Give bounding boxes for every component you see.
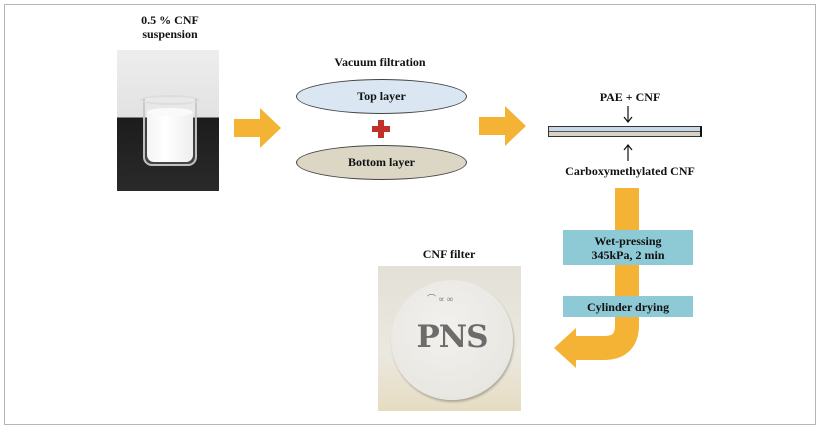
plus-icon bbox=[372, 120, 390, 138]
cylinder-drying-label: Cylinder drying bbox=[586, 299, 670, 314]
cylinder-drying-box: Cylinder drying bbox=[563, 296, 693, 317]
top-layer-label: Top layer bbox=[357, 89, 406, 103]
wet-pressing-line2: 345kPa, 2 min bbox=[591, 247, 665, 262]
arrow-left-icon bbox=[554, 328, 576, 368]
filter-disc: ⌒ ∝ ∞ PNS bbox=[391, 280, 513, 400]
process-flow-path bbox=[574, 188, 639, 360]
layered-sheet bbox=[548, 126, 702, 137]
bottom-layer-ellipse: Bottom layer bbox=[296, 145, 467, 180]
bottom-layer-label: Bottom layer bbox=[348, 155, 415, 169]
top-layer-ellipse: Top layer bbox=[296, 79, 467, 114]
suspension-label-line2: suspension bbox=[142, 27, 198, 41]
vacuum-filtration-label: Vacuum filtration bbox=[334, 55, 426, 69]
cnf-suspension-photo bbox=[117, 50, 219, 191]
pns-logo: PNS bbox=[416, 319, 488, 355]
arrow-down-icon bbox=[623, 116, 633, 123]
cnf-filter-label: CNF filter bbox=[422, 247, 476, 261]
wet-pressing-line1: Wet-pressing bbox=[594, 233, 662, 248]
wet-pressing-box: Wet-pressing 345kPa, 2 min bbox=[563, 230, 693, 265]
arrow-right-icon-1 bbox=[234, 108, 281, 148]
beaker-icon bbox=[140, 95, 200, 166]
arrow-up-icon bbox=[623, 144, 633, 151]
pae-cnf-label: PAE + CNF bbox=[599, 90, 661, 104]
suspension-label-line1: 0.5 % CNF bbox=[141, 13, 199, 27]
carboxymethylated-cnf-label: Carboxymethylated CNF bbox=[565, 164, 695, 178]
arrow-right-icon-2 bbox=[479, 106, 526, 146]
figure-frame bbox=[4, 4, 816, 425]
cnf-filter-photo: ⌒ ∝ ∞ PNS bbox=[378, 266, 521, 411]
pencil-mark-icon: ⌒ ∝ ∞ bbox=[427, 294, 454, 304]
suspension-label: 0.5 % CNF suspension bbox=[120, 13, 220, 41]
